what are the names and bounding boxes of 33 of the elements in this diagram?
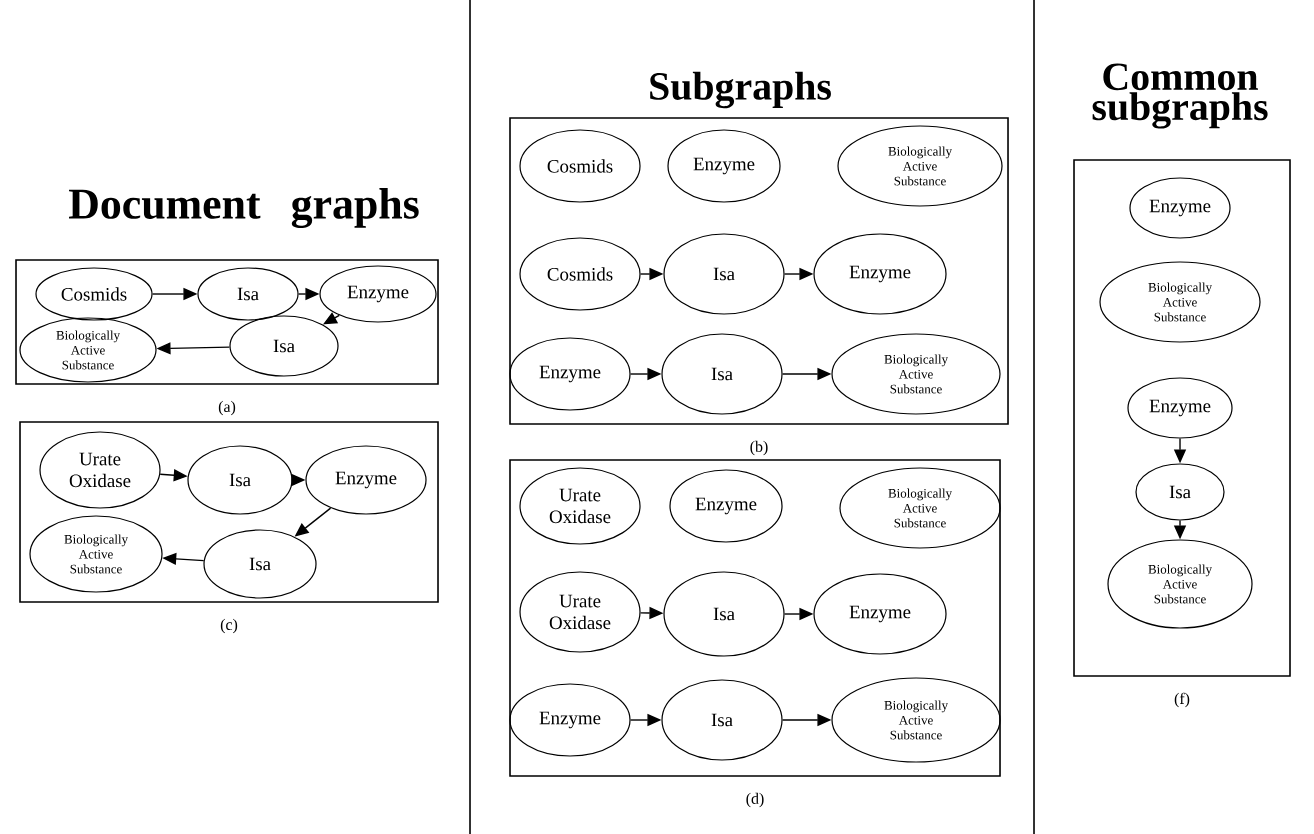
graph-node: Isa [229,315,339,377]
graph-node: Cosmids [519,129,641,203]
graph-node: Enzyme [813,233,947,315]
graph-node: Isa [197,267,299,321]
graph-node: Cosmids [519,237,641,311]
graph-node: Isa [187,445,293,515]
graph-node: Cosmids [35,267,153,321]
graph-node: Isa [661,333,783,415]
panel-box [1073,159,1291,677]
section-heading: Document graphs [69,187,419,229]
graph-node: Isa [663,233,785,315]
graph-node: Isa [1135,463,1225,521]
section-heading: Common subgraphs [1092,63,1268,129]
graph-node: Isa [661,679,783,761]
panel-box [15,259,439,385]
graph-node: Urate Oxidase [39,431,161,509]
graph-node: Urate Oxidase [519,571,641,653]
graph-node: Enzyme [1127,377,1233,439]
graph-node: Enzyme [667,129,781,203]
graph-node: Enzyme [509,337,631,411]
graph-node: Enzyme [669,469,783,543]
graph-node: Enzyme [305,445,427,515]
graph-node: Enzyme [509,683,631,757]
graph-node: Enzyme [319,265,437,323]
section-heading: Subgraphs [650,71,831,109]
panel-box [509,117,1009,425]
graph-node: Enzyme [1129,177,1231,239]
panel-box [509,459,1001,777]
graph-node: Urate Oxidase [519,467,641,545]
graph-node: Isa [203,529,317,599]
graph-node: Enzyme [813,573,947,655]
graph-node: Isa [663,571,785,657]
panel-box [19,421,439,603]
